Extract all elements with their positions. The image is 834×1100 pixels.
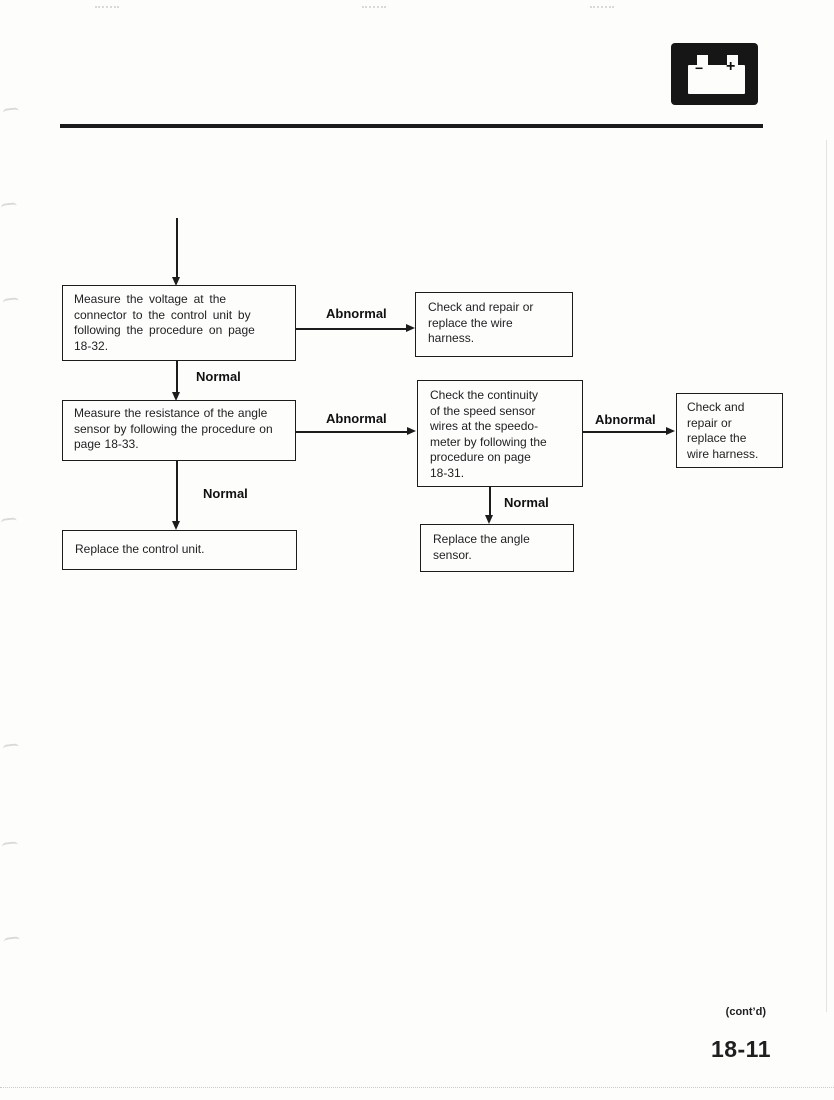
label-abnormal-2: Abnormal [326,411,387,426]
contd-label: (cont’d) [725,1006,766,1018]
page-number: 18-11 [710,1036,771,1062]
battery-body [688,65,745,94]
scan-artifact [590,6,614,8]
arrow-abnormal-1 [296,328,407,330]
scan-artifact [0,1087,834,1088]
scan-artifact [0,517,18,527]
flow-box-text: Replace the control unit. [75,542,205,557]
arrowhead-down-icon [485,515,493,524]
label-normal-2: Normal [203,486,248,501]
label-abnormal-3: Abnormal [595,412,656,427]
scan-artifact [826,140,827,1012]
arrow-normal-1 [176,361,178,393]
arrow-normal-3 [489,487,491,516]
arrowhead-down-icon [172,392,180,401]
flow-box-measure-resistance: Measure the resistance of the angle sens… [62,400,296,461]
arrow-entry [176,218,178,278]
header-rule [60,124,763,128]
scan-artifact [362,6,386,8]
scan-artifact [2,743,20,753]
label-abnormal-1: Abnormal [326,306,387,321]
arrow-abnormal-3 [583,431,667,433]
scan-artifact [0,202,18,212]
arrow-abnormal-2 [296,431,408,433]
scan-artifact [1,841,19,851]
battery-terminal [727,55,738,67]
scan-artifact [3,936,21,946]
flow-box-replace-control-unit: Replace the control unit. [62,530,297,570]
flow-box-check-repair-harness-right: Check and repair or replace the wire har… [676,393,783,468]
flow-box-replace-angle-sensor: Replace the angle sensor. [420,524,574,572]
scan-artifact [95,6,119,8]
label-normal-3: Normal [504,495,549,510]
battery-icon: − + [671,43,758,105]
battery-terminal [697,55,708,67]
scan-artifact [2,297,20,307]
arrowhead-down-icon [172,277,180,286]
battery-minus-sign: − [695,60,704,76]
arrowhead-right-icon [407,427,416,435]
flow-box-measure-voltage: Measure the voltage at the connector to … [62,285,296,361]
arrowhead-right-icon [406,324,415,332]
flow-box-check-continuity: Check the continuity of the speed sensor… [417,380,583,487]
arrowhead-right-icon [666,427,675,435]
scan-artifact [2,107,20,117]
flow-box-check-repair-harness-top: Check and repair or replace the wire har… [415,292,573,357]
battery-plus-sign: + [726,58,736,75]
arrowhead-down-icon [172,521,180,530]
label-normal-1: Normal [196,369,241,384]
arrow-normal-2 [176,461,178,522]
